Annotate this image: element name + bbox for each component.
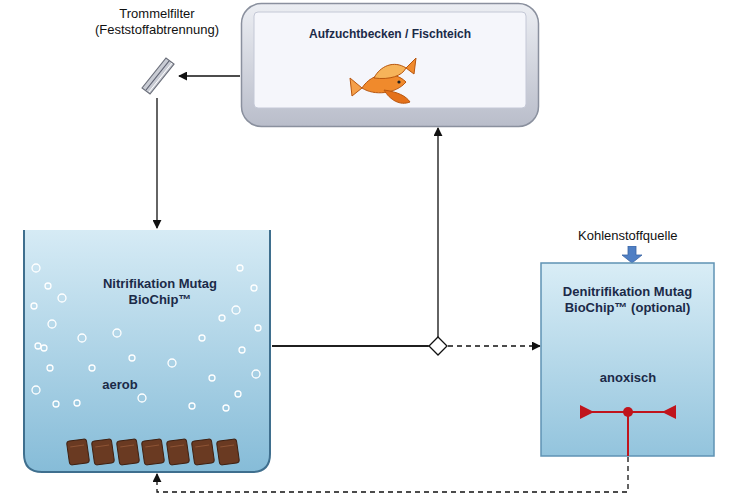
free-label: Kohlenstoffquelle — [578, 228, 678, 244]
node-note: anoxisch — [588, 370, 668, 386]
node-title: Trommelfilter (Feststoffabtrennung) — [77, 6, 237, 38]
fish-illustration — [350, 58, 416, 103]
node-title: Nitrifikation Mutag BioChip™ — [95, 276, 225, 308]
drum-filter: Trommelfilter (Feststoffabtrennung) — [138, 56, 176, 96]
fish-tank: Aufzuchtbecken / Fischteich — [240, 2, 540, 128]
node-note: aerob — [100, 377, 140, 393]
nitrification-tank: Nitrifikation Mutag BioChip™ aerob — [22, 228, 272, 474]
flow-connector — [179, 76, 240, 77]
flow-connector — [272, 346, 540, 347]
carbon-feed-arrow — [618, 246, 646, 264]
drum-filter-icon — [138, 56, 176, 96]
flow-connector — [157, 98, 158, 228]
fish-tank-outline — [240, 2, 540, 128]
flow-connector — [272, 128, 438, 346]
node-title: Aufzuchtbecken / Fischteich — [240, 26, 540, 42]
stirrer-symbol — [580, 405, 676, 456]
node-title: Denitrifikation Mutag BioChip™ (optional… — [560, 284, 695, 316]
split-diamond — [428, 336, 448, 356]
denitrification-tank: Denitrifikation Mutag BioChip™ (optional… — [540, 262, 715, 457]
nitrification-tank — [22, 228, 272, 474]
